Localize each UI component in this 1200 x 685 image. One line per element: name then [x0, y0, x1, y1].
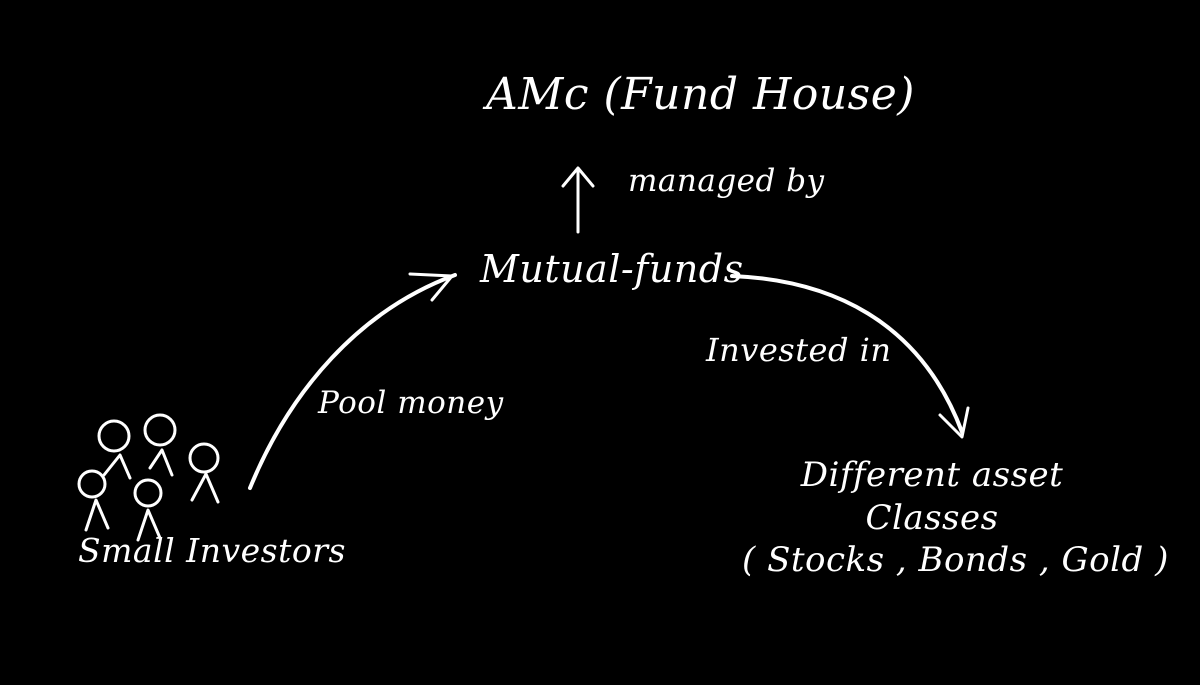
invested-arrow: [730, 274, 970, 439]
stick-figure-icon: [188, 442, 220, 504]
amc-title: AMc (Fund House): [486, 69, 915, 120]
asset-classes-line: Classes: [865, 497, 999, 538]
stick-figure-icon: [97, 419, 132, 480]
stick-figure-icon: [77, 469, 110, 532]
mutual-funds-node: Mutual-funds: [480, 247, 744, 291]
asset-classes-line: ( Stocks , Bonds , Gold ): [742, 540, 1169, 580]
asset-classes-line: Different asset: [800, 455, 1064, 495]
stick-figure-icon: [143, 413, 177, 477]
asset-classes-node: Different asset Classes ( Stocks , Bonds…: [742, 454, 1169, 582]
pool-money-label: Pool money: [318, 385, 504, 421]
invested-in-label: Invested in: [706, 331, 892, 369]
managed-by-label: managed by: [628, 163, 825, 199]
stick-figure-icon: [133, 478, 163, 542]
pool-money-arrow: [248, 272, 457, 490]
up-arrow-icon: [561, 166, 595, 234]
small-investors-label: Small Investors: [78, 531, 346, 570]
